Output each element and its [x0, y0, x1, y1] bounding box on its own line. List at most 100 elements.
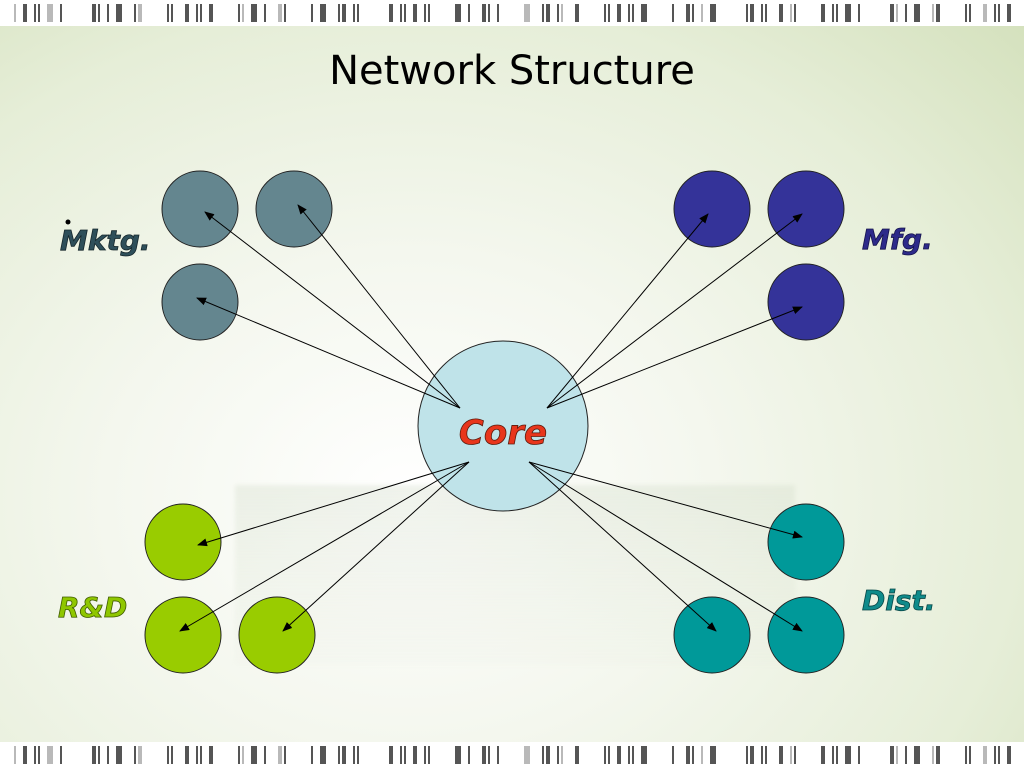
stripe-bar: [617, 4, 621, 22]
stripe-bar: [264, 746, 266, 764]
stripe-bar: [98, 4, 100, 22]
arrow-core-to-mktg-1: [204, 211, 461, 409]
stripe-bar: [134, 746, 136, 764]
stripe-bar: [167, 746, 169, 764]
stripe-bar: [965, 746, 967, 764]
stripe-bar: [686, 746, 690, 764]
slide-title: Network Structure: [329, 48, 695, 94]
stripe-bar: [34, 746, 36, 764]
stripe-bar: [482, 4, 486, 22]
stripe-bar: [413, 746, 417, 764]
stripe-bar: [242, 746, 244, 764]
stripe-bar: [400, 4, 402, 22]
stripe-bar: [821, 746, 825, 764]
stripe-bar: [628, 4, 630, 22]
stripe-bar: [404, 746, 406, 764]
core-node: [417, 340, 589, 512]
stripe-bar: [608, 4, 610, 22]
rd-node-2: [144, 596, 222, 674]
stripe-bar: [342, 4, 346, 22]
stripe-bar: [200, 4, 202, 22]
stripe-bar: [116, 4, 122, 22]
stripe-bar: [468, 4, 470, 22]
dist-label: Dist.: [862, 584, 936, 617]
stripe-bar: [209, 746, 213, 764]
core-label: Core: [459, 413, 547, 453]
stripe-bar: [890, 746, 894, 764]
stripe-bar: [167, 4, 169, 22]
stripe-bar: [936, 4, 940, 22]
stripe-bar: [497, 4, 499, 22]
stripe-bar: [23, 4, 27, 22]
mktg-node-1: [161, 170, 239, 248]
stripe-bar: [14, 746, 16, 764]
stripe-bar: [357, 4, 359, 22]
stripe-bar: [575, 4, 579, 22]
rd-node-3: [238, 596, 316, 674]
stripe-bar: [672, 4, 674, 22]
stripe-bar: [353, 746, 355, 764]
stripe-bar: [353, 4, 355, 22]
arrow-core-to-dist-3: [528, 461, 803, 632]
stripe-bar: [251, 4, 257, 22]
stripe-bar: [14, 4, 16, 22]
stripe-bar: [557, 746, 559, 764]
arrow-core-to-mfg-3: [546, 306, 803, 409]
stripe-bar: [761, 4, 763, 22]
stripe-bar: [710, 4, 716, 22]
stripe-bar: [632, 4, 634, 22]
stripe-bar: [701, 746, 703, 764]
stripe-bar: [914, 4, 920, 22]
stripe-bar: [38, 746, 40, 764]
stripe-bar: [932, 4, 934, 22]
stripe-bar: [692, 4, 694, 22]
stripe-bar: [413, 4, 417, 22]
mfg-node-2: [767, 170, 845, 248]
stripe-bar: [858, 4, 860, 22]
arrow-core-to-rd-2: [179, 461, 470, 632]
stripe-bar: [278, 4, 282, 22]
stripe-bar: [92, 746, 96, 764]
stripe-bar: [969, 746, 971, 764]
stripe-bar: [794, 4, 796, 22]
mfg-node-1: [673, 170, 751, 248]
stripe-bar: [497, 746, 499, 764]
stripe-bar: [185, 746, 189, 764]
stripe-bar: [746, 746, 748, 764]
stripe-bar: [424, 4, 426, 22]
stripe-bar: [1007, 4, 1011, 22]
bullet-dot: [65, 219, 71, 225]
stripe-bar: [845, 4, 851, 22]
stripe-bar: [238, 4, 240, 22]
stripe-bar: [60, 746, 62, 764]
stripe-bar: [546, 746, 550, 764]
stripe-bar: [1007, 746, 1011, 764]
stripe-bar: [342, 746, 346, 764]
stripe-bar: [23, 746, 27, 764]
stripe-bar: [424, 746, 426, 764]
stripe-bar: [998, 4, 1000, 22]
stripe-bar: [836, 4, 838, 22]
stripe-bar: [790, 746, 792, 764]
stripe-bar: [790, 4, 792, 22]
stripe-bar: [488, 746, 490, 764]
stripe-bar: [138, 4, 142, 22]
stripe-bar: [38, 4, 40, 22]
top-barcode-stripe: [0, 0, 1024, 26]
stripe-bar: [936, 746, 940, 764]
stripe-bar: [455, 746, 461, 764]
mktg-label: Mktg.: [60, 224, 151, 257]
stripe-bar: [832, 746, 834, 764]
arrow-core-to-dist-1: [528, 461, 803, 539]
stripe-bar: [209, 4, 213, 22]
stripe-bar: [196, 4, 198, 22]
stripe-bar: [779, 4, 783, 22]
stripe-bar: [608, 746, 610, 764]
stripe-bar: [641, 746, 647, 764]
stripe-bar: [171, 746, 173, 764]
stripe-bar: [632, 746, 634, 764]
mktg-node-3: [161, 263, 239, 341]
stripe-bar: [488, 4, 490, 22]
stripe-bar: [200, 746, 202, 764]
stripe-bar: [896, 746, 898, 764]
